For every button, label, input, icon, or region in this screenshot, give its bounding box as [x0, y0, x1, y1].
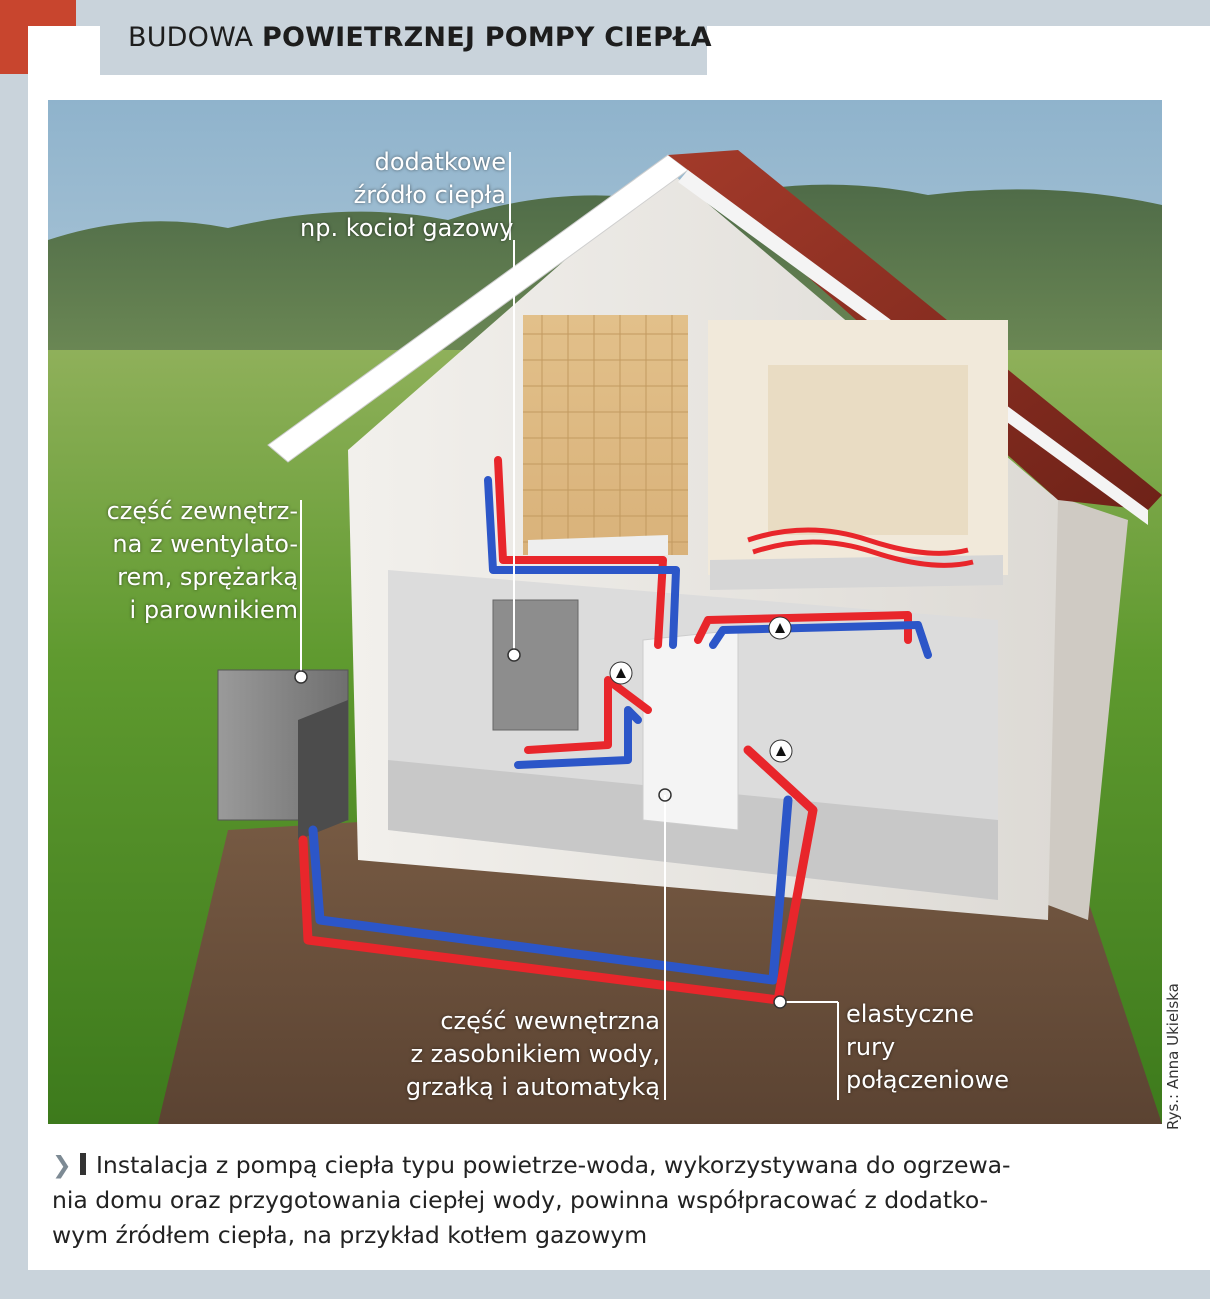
chevron-right-icon: ❯: [52, 1151, 72, 1179]
top-strip: [733, 0, 1210, 26]
label-outdoor-unit: część zewnętrz- na z wentylato- rem, spr…: [106, 497, 298, 624]
circulation-pumps: [609, 616, 793, 763]
label-indoor-unit: część wewnętrzna z zasobnikiem wody, grz…: [405, 1007, 660, 1101]
outdoor-unit-fan-grille: [298, 700, 348, 840]
floor-heating-coil: [747, 527, 969, 556]
shower-tray: [528, 535, 668, 560]
indoor-unit: [642, 629, 739, 831]
ground-floor-floor: [388, 760, 998, 900]
heat-pump-illustration: [48, 100, 1162, 1124]
house-diagram: [48, 100, 1162, 1124]
corner-mask: [28, 26, 76, 74]
gas-boiler: [492, 599, 579, 731]
caption-bar: [80, 1153, 86, 1175]
callout-lines: [294, 152, 839, 1100]
label-boiler: dodatkowe źródło ciepła np. kocioł gazow…: [300, 148, 514, 242]
label-pipes: elastyczne rury połączeniowe: [846, 1000, 1009, 1094]
caption: ❯Instalacja z pompą ciepła typu powietrz…: [52, 1148, 1162, 1253]
page-title: BUDOWA POWIETRZNEJ POMPY CIEPŁA: [128, 22, 712, 53]
pipes: [298, 456, 932, 1005]
image-credit: Rys.: Anna Ukielska: [1164, 983, 1182, 1130]
title-box: [100, 0, 707, 75]
bedroom-floor: [710, 555, 1003, 590]
